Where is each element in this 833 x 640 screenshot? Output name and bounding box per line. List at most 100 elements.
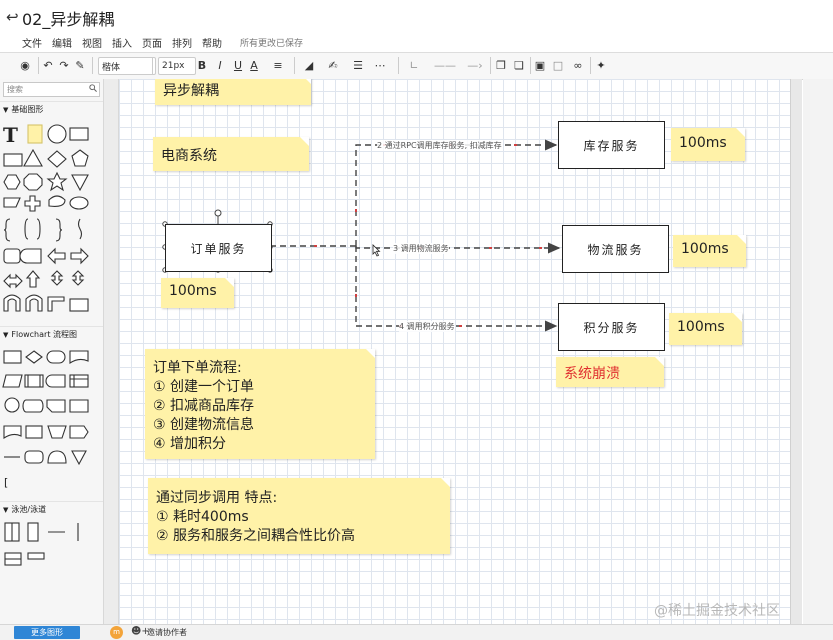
text-tool[interactable]: T (3, 123, 18, 147)
edge-to-logistics (355, 242, 561, 254)
bold-button[interactable]: B (197, 58, 207, 72)
rotate-handle (214, 209, 222, 217)
fc-alt-process-shape (24, 450, 44, 464)
underline-button[interactable]: U (233, 58, 243, 72)
crash-note-text: 系统崩溃 (564, 366, 620, 382)
diamond-shape (47, 150, 67, 168)
shape-search-input[interactable]: 搜索 (3, 82, 100, 97)
font-size-select[interactable]: 21px (158, 57, 196, 75)
flow-note-title: 订单下单流程: (153, 360, 242, 376)
pentagon-shape (71, 149, 89, 167)
section-flowchart[interactable]: ▼Flowchart 流程图 (0, 326, 103, 343)
vertical-scrollbar[interactable] (803, 79, 833, 624)
swimlane-shapes-grid (4, 522, 79, 566)
logistics-time-note[interactable]: 100ms (673, 235, 746, 267)
align-icon[interactable]: ≡ (273, 58, 283, 72)
menu-arrange[interactable]: 排列 (172, 39, 192, 50)
fc-manual-op-shape (47, 425, 67, 439)
fc-display-shape (69, 425, 89, 439)
menu-view[interactable]: 视图 (82, 39, 102, 50)
diagram-canvas[interactable]: 2 通过RPC调用库存服务, 扣减库存 3 调用物流服务 4 调用积分服务 订单… (119, 79, 790, 624)
points-service-box[interactable]: 积分服务 (558, 303, 665, 351)
lane-shape (27, 522, 39, 542)
avatar[interactable]: m (110, 626, 123, 639)
menu-page[interactable]: 页面 (142, 39, 162, 50)
stock-time-text: 100ms (679, 135, 727, 151)
edge-to-points (355, 246, 558, 332)
square-shape (3, 153, 23, 167)
triangle-shape (23, 148, 43, 167)
edge-label-stock[interactable]: 2 通过RPC调用库存服务, 扣减库存 (377, 140, 502, 151)
back-arrow-icon[interactable]: ↩ (6, 8, 19, 26)
search-placeholder: 搜索 (7, 85, 23, 94)
points-time-text: 100ms (677, 319, 725, 335)
octagon-shape (23, 173, 43, 191)
fc-internal-storage-shape (69, 374, 89, 388)
order-time-text: 100ms (169, 283, 217, 299)
redo-icon[interactable]: ↷ (59, 58, 69, 72)
connector-style-icon[interactable]: ∟ (409, 58, 419, 72)
fc-direct-data-shape (22, 399, 44, 413)
heading-note[interactable]: 异步解耦 (155, 79, 311, 105)
font-family-select[interactable]: 楷体 (98, 57, 156, 75)
points-time-note[interactable]: 100ms (669, 313, 742, 345)
logistics-service-box[interactable]: 物流服务 (562, 225, 669, 273)
saved-status: 所有更改已保存 (240, 39, 304, 49)
flow-step-2: ② 扣减商品库存 (153, 398, 255, 414)
invite-collaborator-link[interactable]: 邀请协作者 (147, 628, 187, 637)
corner-shape (47, 296, 65, 312)
vertical-double-arrow-shape (50, 270, 64, 286)
section-swimlane[interactable]: ▼泳池/泳道 (0, 501, 103, 518)
trapezoid-shape (3, 197, 21, 208)
fc-annotation-shape[interactable]: [ (4, 476, 9, 489)
fc-connector-shape (4, 397, 20, 413)
edge-label-points[interactable]: 4 调用积分服务 (399, 321, 455, 332)
edge-label-logistics[interactable]: 3 调用物流服务 (393, 243, 449, 254)
magic-wand-icon[interactable]: ✦ (596, 58, 606, 72)
bring-front-icon[interactable]: ❐ (496, 58, 506, 72)
more-shapes-button[interactable]: 更多图形 (14, 626, 80, 639)
menu-insert[interactable]: 插入 (112, 39, 132, 50)
menu-help[interactable]: 帮助 (202, 39, 222, 50)
fc-prep-shape (25, 425, 43, 439)
search-icon[interactable] (89, 84, 97, 92)
fc-stored-data-shape (45, 374, 66, 388)
double-arrow-shape (3, 273, 23, 289)
section-basic-shapes[interactable]: ▼基础图形 (0, 101, 103, 118)
undo-icon[interactable]: ↶ (43, 58, 53, 72)
arch-shape (25, 294, 43, 312)
left-arrow-shape (47, 247, 66, 265)
horizontal-lane-shape (27, 552, 45, 560)
rect-shape (69, 127, 89, 141)
lock-icon[interactable]: ▣ (534, 58, 546, 72)
line-end-icon[interactable]: —› (467, 58, 483, 72)
format-painter-icon[interactable]: ◉ (20, 58, 30, 72)
sync-note[interactable]: 通过同步调用 特点: ① 耗时400ms ② 服务和服务之间耦合性比价高 (148, 478, 450, 554)
shape-sidebar: 搜索 ▼基础图形 (0, 79, 104, 624)
font-color-button[interactable]: A (250, 58, 258, 72)
unlock-icon[interactable]: □ (552, 58, 564, 72)
stock-time-note[interactable]: 100ms (671, 128, 745, 161)
fill-color-icon[interactable]: ◢ (304, 58, 314, 72)
system-note[interactable]: 电商系统 (153, 137, 309, 171)
line-style-icon[interactable]: ⋯ (374, 58, 386, 72)
send-back-icon[interactable]: ❏ (514, 58, 524, 72)
crash-note[interactable]: 系统崩溃 (556, 357, 664, 387)
line-color-icon[interactable]: ✍ (328, 58, 338, 72)
document-title[interactable]: 02_异步解耦 (22, 10, 115, 29)
line-start-icon[interactable]: —— (434, 58, 456, 72)
group-icon[interactable]: ∞ (573, 58, 583, 72)
menu-file[interactable]: 文件 (22, 39, 42, 50)
flow-note[interactable]: 订单下单流程: ① 创建一个订单 ② 扣减商品库存 ③ 创建物流信息 ④ 增加积… (145, 349, 375, 459)
paint-brush-icon[interactable]: ✎ (75, 58, 85, 72)
circle-shape (47, 124, 67, 144)
star-shape (46, 171, 68, 192)
order-service-box[interactable]: 订单服务 (165, 224, 272, 272)
menu-edit[interactable]: 编辑 (52, 39, 72, 50)
edge-to-stock (355, 139, 558, 246)
order-time-note[interactable]: 100ms (161, 278, 234, 308)
italic-button[interactable]: I (218, 58, 222, 72)
stock-service-box[interactable]: 库存服务 (558, 121, 665, 169)
line-width-icon[interactable]: ☰ (353, 58, 363, 72)
add-user-icon[interactable]: ☻+ (131, 626, 150, 637)
